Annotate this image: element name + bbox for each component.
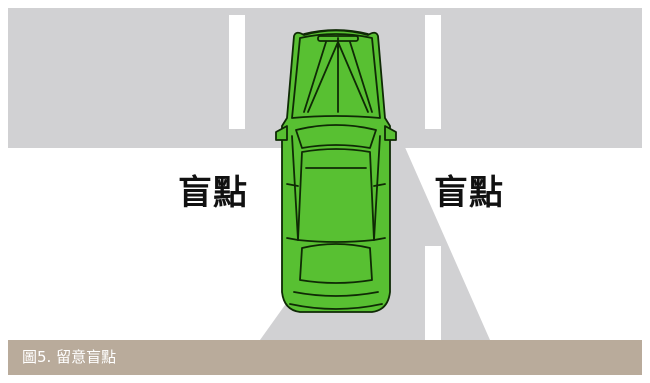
blind-spot-figure: 盲點 盲點 圖5. 留意盲點 (8, 8, 642, 375)
lane-marking-lower (425, 246, 441, 340)
caption-bar: 圖5. 留意盲點 (8, 340, 642, 375)
lane-marking-right (425, 15, 441, 129)
road-scene: 盲點 盲點 (8, 8, 642, 340)
lane-marking-left (229, 15, 245, 129)
figure-caption: 圖5. 留意盲點 (22, 348, 117, 366)
car-top-view (275, 29, 397, 313)
road-scene-svg (8, 8, 642, 340)
blind-spot-label-right: 盲點 (434, 173, 504, 213)
blind-spot-label-left: 盲點 (178, 173, 248, 213)
